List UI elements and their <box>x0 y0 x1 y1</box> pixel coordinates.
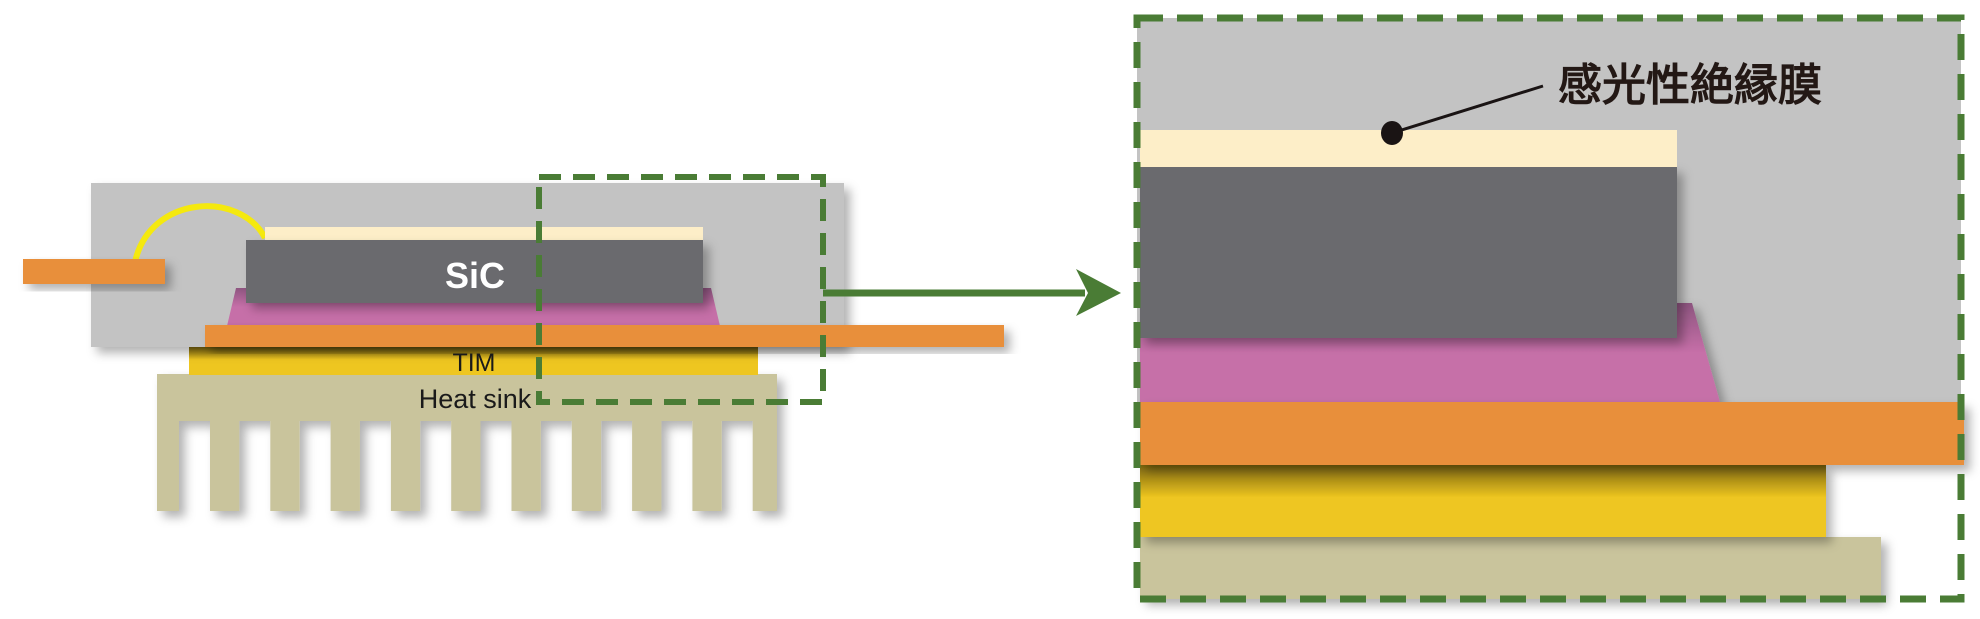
enlarged-detail: 感光性絶縁膜 <box>1133 14 1965 603</box>
heat-sink-label: Heat sink <box>419 384 532 414</box>
arrowhead-icon <box>1076 269 1121 316</box>
callout-leader-line <box>1391 84 1544 135</box>
heat-sink <box>157 374 777 511</box>
detail-film-layer <box>1140 130 1677 167</box>
detail-copper-substrate <box>1140 402 1964 465</box>
lead-frame-left <box>23 259 165 284</box>
tim-label: TIM <box>452 349 495 377</box>
copper-substrate <box>205 325 1004 347</box>
detail-tim-layer <box>1140 465 1826 537</box>
detail-frame <box>1133 14 1965 603</box>
callout-dot <box>1381 121 1403 145</box>
bond-wire <box>132 203 268 263</box>
film-callout-label: 感光性絶縁膜 <box>1558 60 1822 111</box>
zoom-region-marker <box>536 174 826 405</box>
sic-label: SiC <box>445 255 505 296</box>
tim-layer <box>189 347 758 375</box>
film-layer <box>265 227 703 240</box>
detail-heat-sink <box>1140 537 1881 599</box>
module-cross-section: SiC TIM Heat sink <box>23 174 1004 511</box>
detail-sic-die <box>1140 167 1677 338</box>
sic-die <box>246 240 703 303</box>
zoom-arrow <box>823 269 1121 316</box>
